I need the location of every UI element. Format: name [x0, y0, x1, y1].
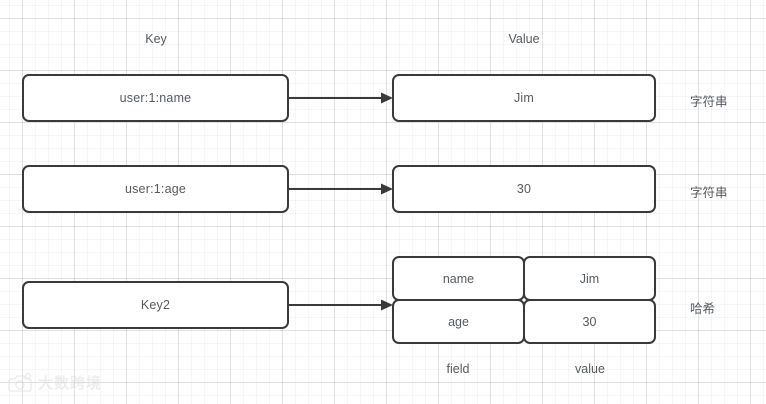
key-box-row-2[interactable]: user:1:age — [22, 165, 289, 213]
camera-logo-icon — [8, 372, 34, 393]
hash-cell-field-0[interactable]: name — [392, 256, 525, 301]
type-label-row-1: 字符串 — [690, 95, 728, 109]
hash-cell-value-1[interactable]: 30 — [523, 299, 656, 344]
hash-cell-value-0[interactable]: Jim — [523, 256, 656, 301]
arrow-row-3 — [289, 297, 393, 313]
key-box-label-row-3: Key2 — [140, 298, 171, 312]
hash-cell-field-1[interactable]: age — [392, 299, 525, 344]
value-box-row-2[interactable]: 30 — [392, 165, 656, 213]
value-box-label-row-1: Jim — [513, 91, 535, 105]
hash-column-label-field: field — [446, 362, 470, 376]
key-box-label-row-1: user:1:name — [119, 91, 192, 105]
column-header-key: Key — [145, 32, 167, 46]
key-box-label-row-2: user:1:age — [124, 182, 187, 196]
watermark-text: 大数跨境 — [38, 374, 103, 392]
type-label-row-3: 哈希 — [690, 302, 716, 316]
key-box-row-3[interactable]: Key2 — [22, 281, 289, 329]
key-box-row-1[interactable]: user:1:name — [22, 74, 289, 122]
watermark: 大数跨境 — [8, 372, 102, 393]
column-header-value: Value — [508, 32, 540, 46]
hash-value-label-1: 30 — [582, 314, 597, 329]
arrow-row-1 — [289, 90, 393, 106]
arrow-row-2 — [289, 181, 393, 197]
value-box-row-1[interactable]: Jim — [392, 74, 656, 122]
type-label-row-2: 字符串 — [690, 186, 728, 200]
hash-value-label-0: Jim — [579, 271, 600, 286]
hash-field-label-1: age — [448, 314, 469, 329]
hash-column-label-value: value — [575, 362, 605, 376]
hash-field-label-0: name — [442, 271, 475, 286]
value-box-label-row-2: 30 — [516, 182, 532, 196]
